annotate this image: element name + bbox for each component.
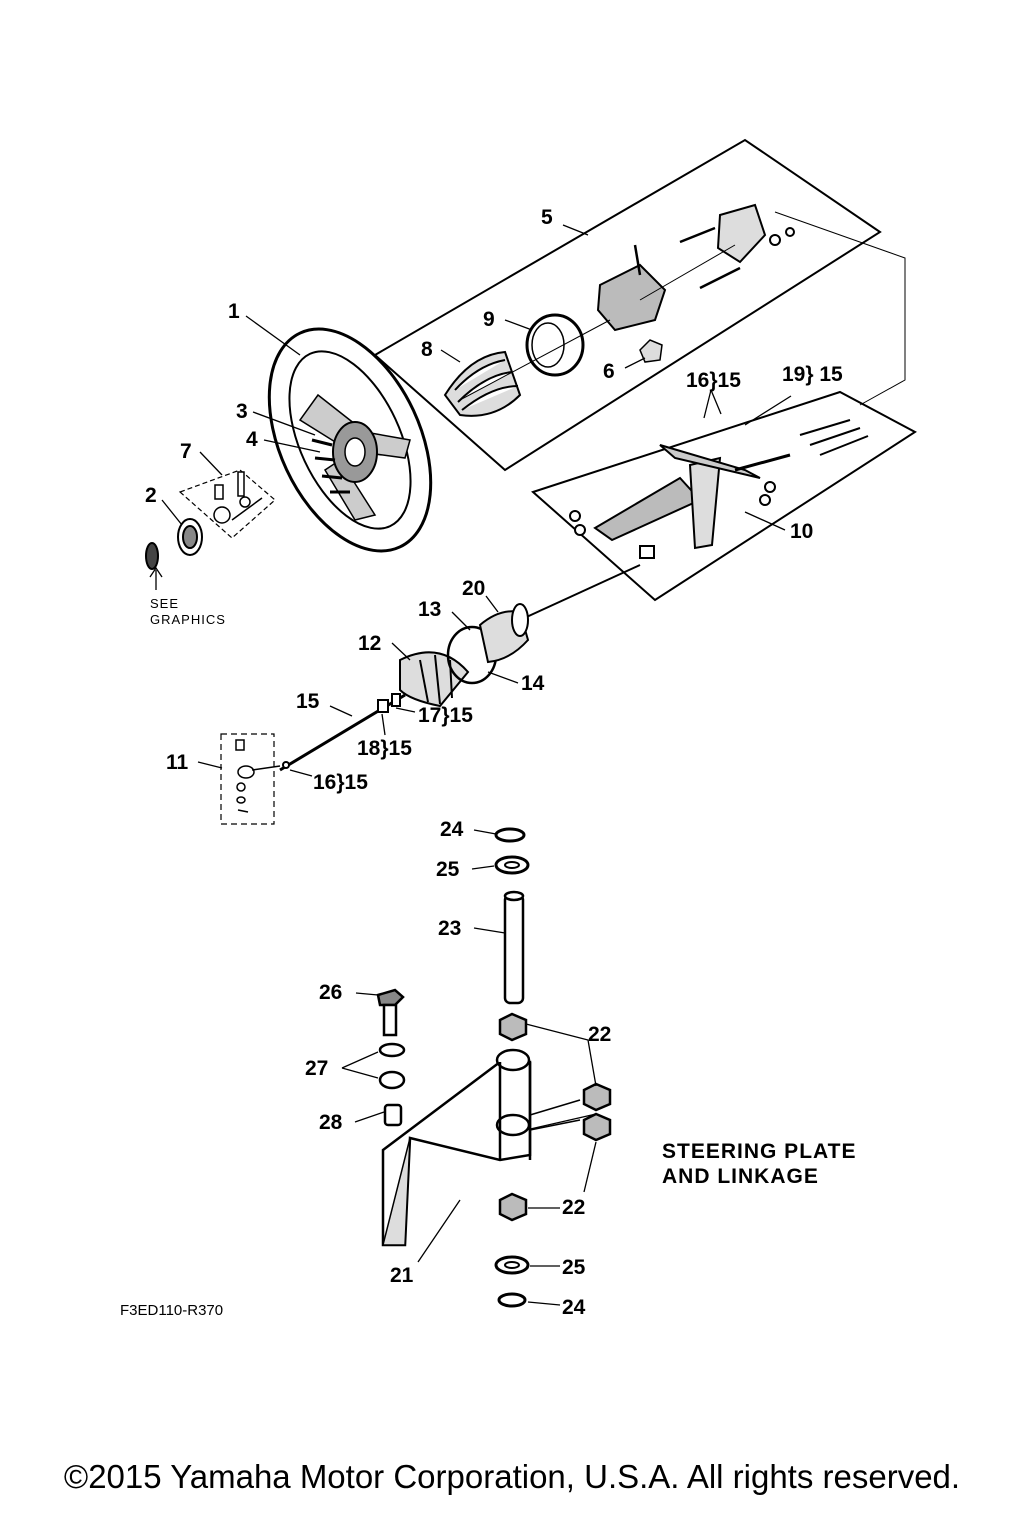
callout-19: 19} 15 [782, 363, 843, 386]
see-graphics-line1: SEE [150, 596, 179, 611]
callout-10: 10 [790, 520, 813, 543]
assembly-10-frame [531, 390, 917, 602]
callout-21: 21 [390, 1264, 414, 1287]
callout-2: 2 [145, 484, 157, 507]
callout-24-b: 24 [562, 1296, 586, 1319]
callout-27: 27 [305, 1057, 328, 1080]
callout-28: 28 [319, 1111, 343, 1134]
hub-cap [145, 518, 203, 570]
group-7-frame [178, 469, 276, 539]
connector-line [774, 211, 906, 406]
callout-16-a: 16}15 [686, 369, 741, 392]
callout-14: 14 [521, 672, 545, 695]
callout-9: 9 [483, 308, 495, 331]
callout-11: 11 [166, 751, 189, 774]
callout-25-a: 25 [436, 858, 460, 881]
callout-26: 26 [319, 981, 342, 1004]
callout-23: 23 [438, 917, 461, 940]
callout-8: 8 [421, 338, 433, 361]
callout-16-b: 16}15 [313, 771, 368, 794]
callout-5: 5 [541, 206, 553, 229]
fastener-group [213, 471, 263, 524]
tilt-bracket [569, 419, 869, 559]
cable-end-group [235, 739, 281, 813]
callout-15: 15 [296, 690, 320, 713]
steering-wheel [267, 327, 433, 553]
assembly-5-frame [373, 138, 882, 472]
diagram-title-line2: AND LINKAGE [662, 1165, 819, 1188]
callout-22-a: 22 [588, 1023, 611, 1046]
callout-3: 3 [236, 400, 248, 423]
callout-4: 4 [246, 428, 258, 451]
copyright-notice: ©2015 Yamaha Motor Corporation, U.S.A. A… [63, 1458, 961, 1495]
diagram-title-line1: STEERING PLATE [662, 1140, 856, 1163]
callout-1: 1 [228, 300, 240, 323]
callout-7: 7 [180, 440, 192, 463]
see-graphics-line2: GRAPHICS [150, 612, 226, 627]
drawing-code: F3ED110-R370 [120, 1302, 223, 1319]
callout-13: 13 [418, 598, 441, 621]
leader-lines [149, 224, 792, 1306]
steering-plate-assembly [376, 827, 612, 1308]
callout-18: 18}15 [357, 737, 412, 760]
group-11-frame [220, 733, 275, 825]
callouts: 1 2 3 4 5 6 7 8 9 10 11 12 13 14 15 16}1… [145, 206, 843, 1319]
steering-cable [279, 564, 641, 772]
callout-17: 17}15 [418, 704, 473, 727]
callout-24-a: 24 [440, 818, 464, 841]
callout-6: 6 [603, 360, 615, 383]
helm-assembly [443, 203, 795, 417]
callout-20: 20 [462, 577, 485, 600]
callout-12: 12 [358, 632, 381, 655]
callout-22-b: 22 [562, 1196, 585, 1219]
callout-25-b: 25 [562, 1256, 586, 1279]
